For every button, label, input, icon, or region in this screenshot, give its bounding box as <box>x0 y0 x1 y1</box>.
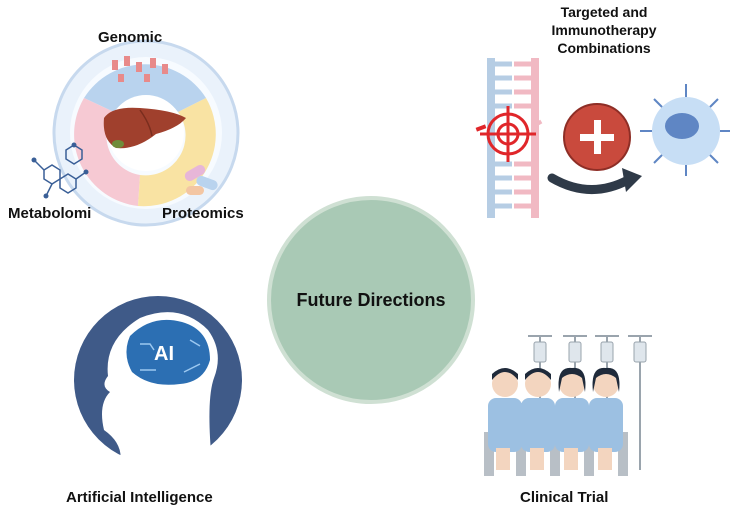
therapy-label-line1: Targeted and <box>560 4 648 20</box>
ai-brain-text: AI <box>154 343 174 365</box>
therapy-label-line3: Combinations <box>557 40 651 56</box>
genomic-label: Genomic <box>98 29 163 46</box>
clinical-illustration <box>484 335 652 476</box>
ai-illustration <box>74 296 242 464</box>
proteomics-label: Proteomics <box>162 205 244 222</box>
clinical-label: Clinical Trial <box>520 489 609 506</box>
therapy-label-line2: Immunotherapy <box>551 22 657 38</box>
therapy-illustration <box>475 58 730 218</box>
center-label: Future Directions <box>296 289 446 310</box>
center-circle <box>267 196 475 404</box>
multiomics-illustration <box>31 39 240 227</box>
ai-label: Artificial Intelligence <box>66 489 213 506</box>
metabolomics-label: Metabolomi <box>8 205 92 222</box>
